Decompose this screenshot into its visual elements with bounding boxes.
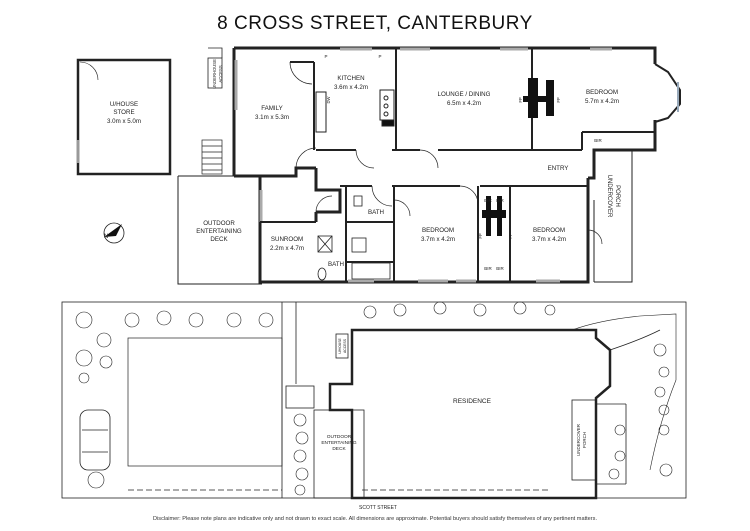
entry-label: ENTRY [548, 165, 569, 172]
store-outline [76, 58, 172, 176]
rotated-labels: FP FP FP FP DW UNDERHOUSE ACCESS UNDERCO… [212, 59, 620, 239]
dw-label: DW [326, 96, 331, 103]
deck-name-2: ENTERTAINING [196, 228, 242, 235]
disclaimer: Disclaimer: Please note plans are indica… [153, 516, 597, 522]
site-access-1: U/HOUSE [338, 338, 342, 354]
deck-name-3: DECK [210, 236, 228, 243]
deck-name-1: OUTDOOR [203, 220, 235, 227]
bir-label-5: BIR [496, 266, 504, 271]
site-deck-2: ENTERTAINING [321, 440, 357, 446]
store-name: U/HOUSE [110, 101, 138, 108]
lounge-dims: 6.5m x 4.2m [447, 100, 481, 107]
fp-label-3: FP [478, 233, 483, 239]
access-label-1: UNDERHOUSE [212, 59, 217, 89]
bed3-dims: 3.7m x 4.2m [532, 236, 566, 243]
plan-title: 8 CROSS STREET, CANTERBURY [217, 13, 533, 34]
site-porch-1: UNDERCOVER [576, 423, 581, 456]
outdoor-deck [177, 175, 262, 285]
lounge-name: LOUNGE / DINING [438, 91, 491, 98]
fp-label-1: FP [518, 97, 523, 103]
porch-outline [593, 149, 633, 283]
bir-label-4: BIR [484, 266, 492, 271]
family-name: FAMILY [261, 105, 283, 112]
small-labels: P P BIR BIR BIR BIR BIR N [104, 54, 603, 271]
interior-walls [260, 48, 655, 282]
sunroom-name: SUNROOM [271, 236, 303, 243]
fp-label-2: FP [556, 97, 561, 103]
bay-window [654, 63, 681, 123]
fp-label-4: FP [508, 233, 513, 239]
bed1-name: BEDROOM [586, 89, 618, 96]
room-labels: U/HOUSE STORE 3.0m x 5.0m FAMILY 3.1m x … [107, 75, 619, 268]
bir-label-1: BIR [594, 138, 602, 143]
store-name-2: STORE [113, 109, 134, 116]
porch-label-1: UNDERCOVER [606, 175, 612, 218]
residence-label: RESIDENCE [453, 398, 492, 405]
north-label: N [104, 234, 108, 240]
bed1-dims: 5.7m x 4.2m [585, 98, 619, 105]
windows [234, 47, 612, 283]
bir-label-3: BIR [496, 198, 504, 203]
stairs [201, 139, 223, 175]
bed2-dims: 3.7m x 4.2m [421, 236, 455, 243]
kitchen-fittings [315, 89, 395, 133]
street-label: SCOTT STREET [359, 505, 397, 511]
bath-label-2: BATH [328, 261, 344, 268]
pantry-label-2: P [378, 54, 381, 59]
pantry-label-1: P [324, 54, 327, 59]
site-plan [61, 301, 687, 500]
fireplaces [482, 78, 554, 236]
bath-fittings [317, 195, 391, 281]
site-labels: RESIDENCE OUTDOOR ENTERTAINING DECK UNDE… [321, 338, 587, 511]
access-label-2: ACCESS [218, 65, 223, 82]
trees [75, 301, 673, 496]
site-access-2: ACCESS [343, 338, 347, 353]
kitchen-name: KITCHEN [337, 75, 364, 82]
underhouse-access-box [207, 57, 223, 89]
porch-label-2: PORCH [614, 185, 620, 207]
bed3-name: BEDROOM [533, 227, 565, 234]
family-dims: 3.1m x 5.3m [255, 114, 289, 121]
site-deck-3: DECK [332, 446, 346, 452]
bir-label-2: BIR [484, 198, 492, 203]
doors [289, 61, 603, 245]
site-porch-2: PORCH [582, 432, 587, 448]
bed2-name: BEDROOM [422, 227, 454, 234]
site-deck-1: OUTDOOR [327, 434, 352, 440]
bath-label-1: BATH [368, 209, 384, 216]
store-dims: 3.0m x 5.0m [107, 118, 141, 125]
sunroom-dims: 2.2m x 4.7m [270, 245, 304, 252]
north-compass [103, 222, 125, 244]
car-outline [79, 409, 111, 471]
kitchen-dims: 3.6m x 4.2m [334, 84, 368, 91]
